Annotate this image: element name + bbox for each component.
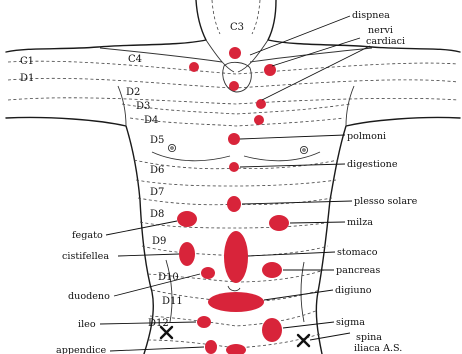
label-pancreas: pancreas — [336, 265, 380, 276]
pain-spots — [177, 47, 289, 354]
segment-label-d4: D4 — [144, 115, 158, 126]
label-cistifellea: cistifellea — [62, 251, 109, 262]
spot-fegato — [177, 211, 197, 227]
label-dispnea: dispnea — [352, 10, 390, 21]
label-plesso-solare: plesso solare — [354, 196, 418, 207]
label-cardiaci: cardiaci — [366, 36, 405, 47]
segment-label-d10: D10 — [158, 272, 179, 283]
label-ileo: ileo — [78, 319, 96, 330]
segment-labels: C3 C1 C4 D1 D2 D3 D4 D5 D6 D7 D8 D9 D10 … — [20, 22, 244, 329]
spot-duodeno — [201, 267, 215, 279]
segment-label-d7: D7 — [150, 187, 164, 198]
label-digestione: digestione — [347, 159, 398, 170]
spot-chest-right-2 — [254, 115, 264, 125]
segment-label-d9: D9 — [152, 236, 166, 247]
label-iliaca: iliaca A.S. — [354, 343, 402, 354]
spot-ileo — [197, 316, 211, 328]
segment-label-d2: D2 — [126, 87, 140, 98]
label-appendice: appendice — [56, 345, 106, 354]
label-spina: spina — [356, 332, 382, 343]
spot-digiuno — [208, 292, 264, 312]
right-labels: dispnea nervi cardiaci polmoni digestion… — [335, 10, 418, 354]
label-polmoni: polmoni — [347, 131, 386, 142]
spot-sigma — [262, 318, 282, 342]
spot-sternum-top — [229, 81, 239, 91]
segment-label-d6: D6 — [150, 165, 164, 176]
label-milza: milza — [347, 217, 373, 228]
spot-chest-right-1 — [256, 99, 266, 109]
spot-stomaco — [224, 231, 248, 283]
segment-label-d11: D11 — [162, 296, 183, 307]
left-labels: fegato cistifellea duodeno ileo appendic… — [56, 230, 110, 354]
spot-polmoni — [228, 133, 240, 145]
label-stomaco: stomaco — [337, 247, 378, 258]
label-fegato: fegato — [72, 230, 103, 241]
label-digiuno: digiuno — [335, 285, 372, 296]
label-sigma: sigma — [336, 317, 365, 328]
segment-label-c3: C3 — [230, 22, 244, 33]
spot-appendice — [205, 340, 217, 354]
spot-cardiaci — [264, 64, 276, 76]
spot-milza — [269, 215, 289, 231]
label-duodeno: duodeno — [68, 291, 110, 302]
spot-dispnea — [229, 47, 241, 59]
label-nervi: nervi — [368, 25, 393, 36]
segment-label-d5: D5 — [150, 135, 164, 146]
iliac-markers — [161, 327, 309, 346]
spot-c4-left — [189, 62, 199, 72]
segment-label-d8: D8 — [150, 209, 164, 220]
spot-cistifellea — [179, 242, 195, 266]
segment-label-c4: C4 — [128, 54, 142, 65]
segment-label-d1: D1 — [20, 73, 34, 84]
segment-label-c1: C1 — [20, 56, 34, 67]
spot-plesso-solare — [227, 196, 241, 212]
segment-label-d3: D3 — [136, 101, 150, 112]
spot-pancreas — [262, 262, 282, 278]
spot-digestione — [229, 162, 239, 172]
segment-label-d12: D12 — [148, 318, 169, 329]
spot-lower-center — [226, 344, 246, 354]
